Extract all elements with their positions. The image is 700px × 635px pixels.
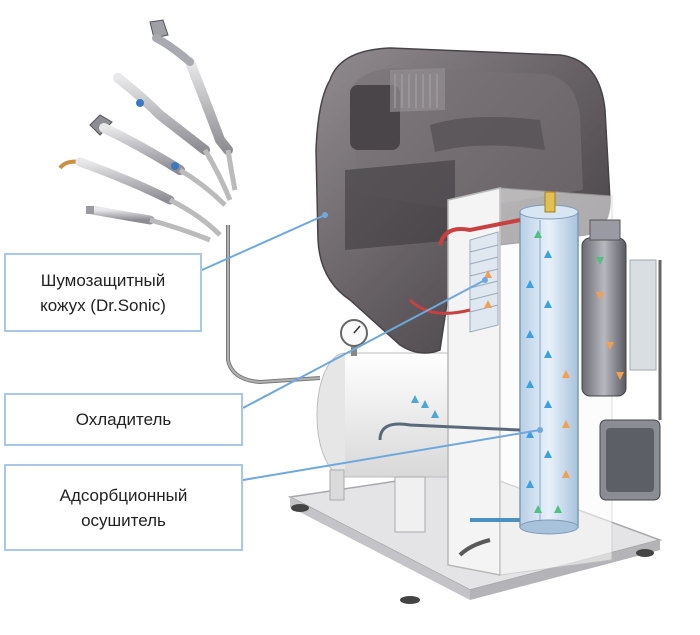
leader-line-cooler <box>242 279 486 409</box>
callout-noise-cover: Шумозащитный кожух (Dr.Sonic) <box>4 253 202 332</box>
callout-cooler-line1: Охладитель <box>75 410 172 429</box>
leader-dot-cover <box>322 212 328 218</box>
leader-dot-cooler <box>482 277 488 283</box>
callout-cooler: Охладитель <box>4 393 243 446</box>
airflow-arrows <box>411 230 624 513</box>
pressure-gauge <box>340 319 368 356</box>
callout-dryer: Адсорбционный осушитель <box>4 464 243 551</box>
angled-handpiece <box>113 73 233 201</box>
leader-lines <box>201 214 541 481</box>
turbine-handpiece <box>149 19 238 191</box>
callout-dryer-line1: Адсорбционный <box>59 485 188 505</box>
air-tank <box>316 352 455 533</box>
filter-canister <box>581 219 657 397</box>
leader-line-cover <box>201 214 326 271</box>
dental-handpieces <box>58 19 238 243</box>
leader-dot-dryer <box>537 427 543 433</box>
callout-dryer-line2: осушитель <box>81 510 166 530</box>
contra-angle-handpiece <box>89 114 227 207</box>
air-water-syringe <box>58 157 222 237</box>
motor-unit <box>599 419 661 501</box>
callout-noise-cover-line2: кожух (Dr.Sonic) <box>40 295 166 315</box>
adsorption-dryer <box>519 191 579 535</box>
air-pipes <box>226 218 662 557</box>
micromotor <box>86 205 211 243</box>
leader-line-dryer <box>242 429 541 481</box>
callout-noise-cover-line1: Шумозащитный <box>40 270 166 290</box>
